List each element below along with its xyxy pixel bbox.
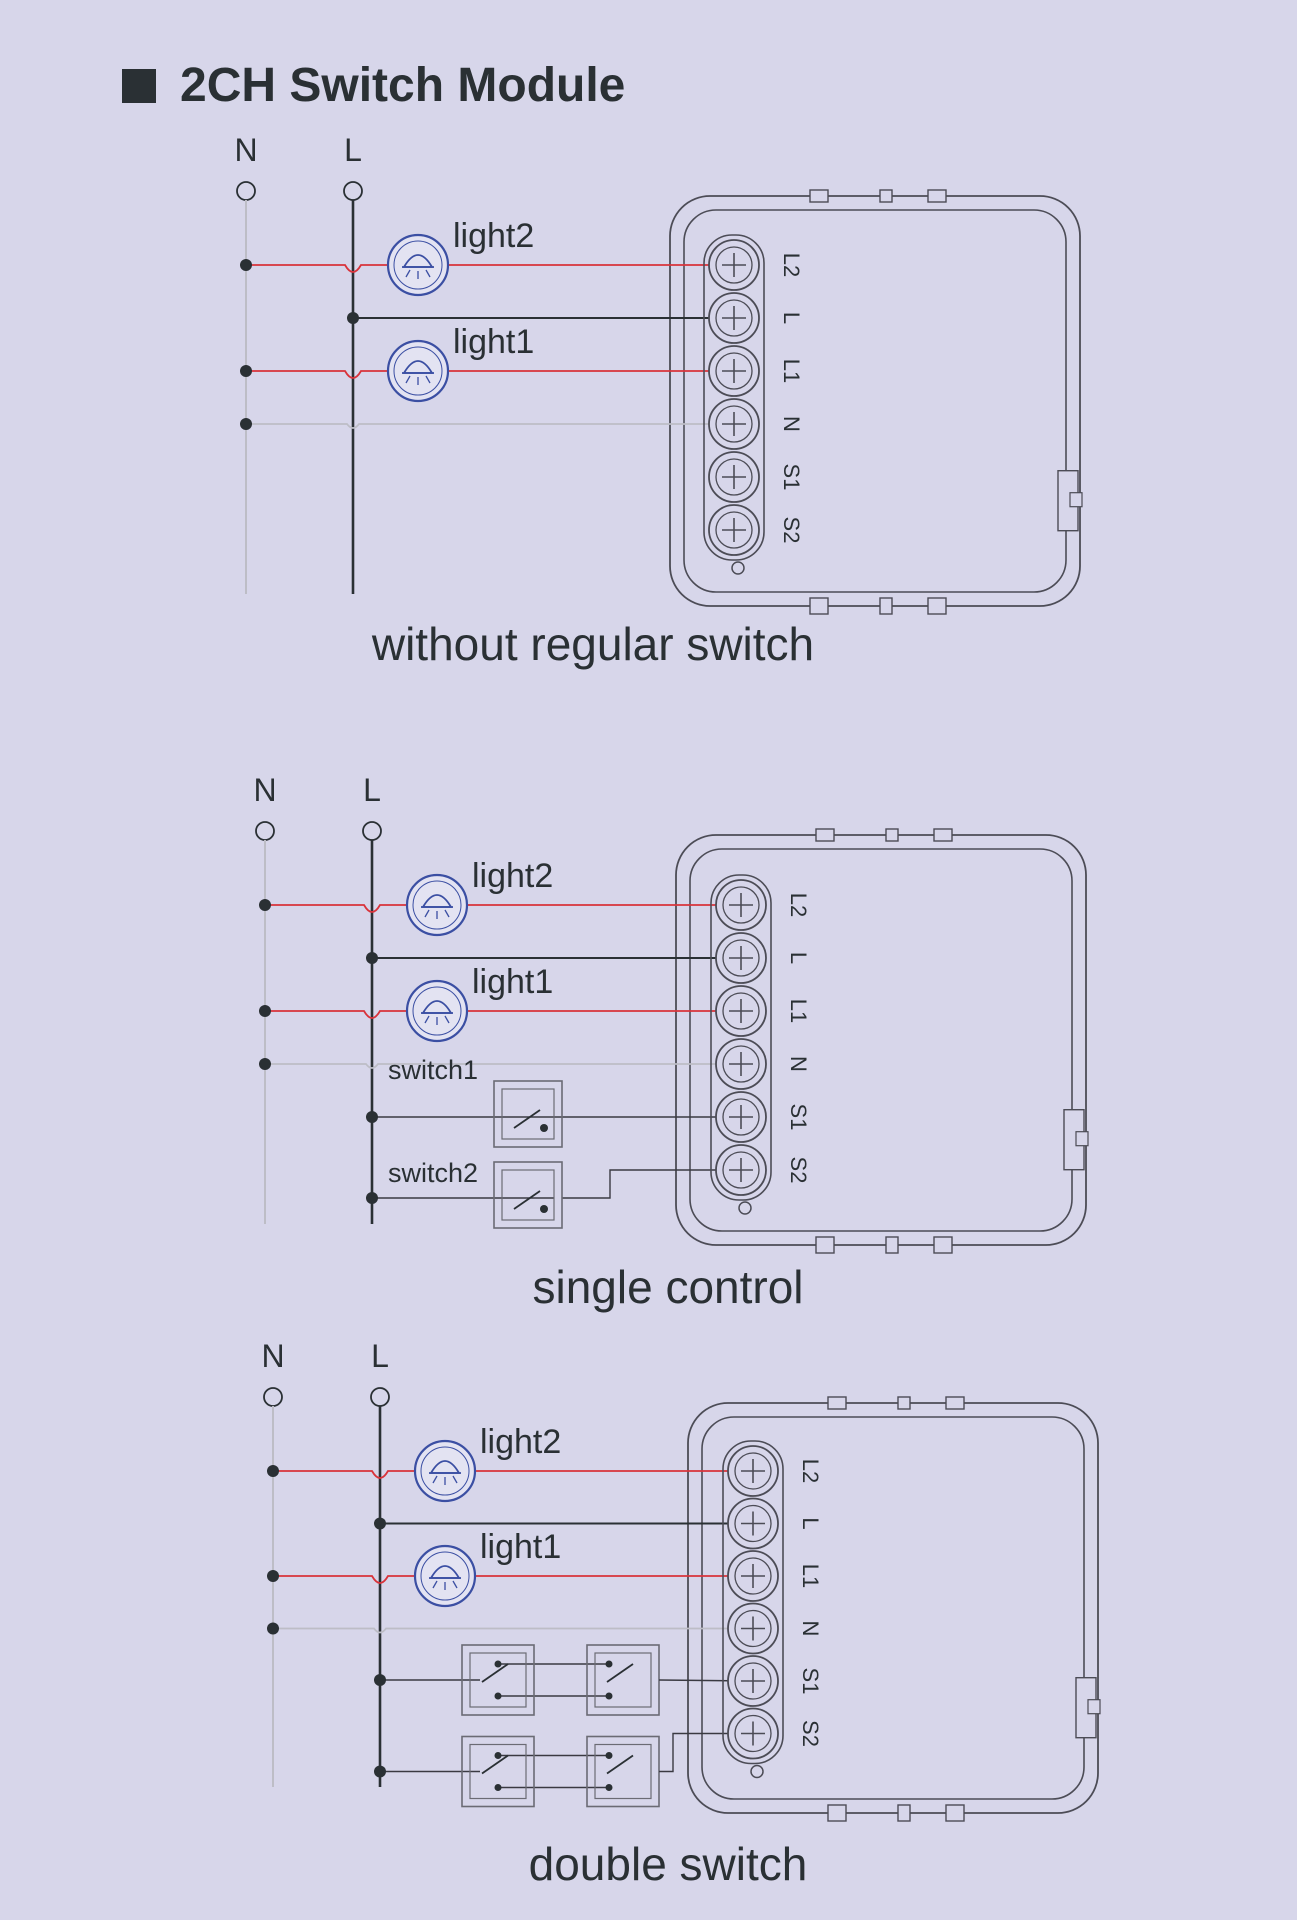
terminal-label-l: L xyxy=(798,1517,823,1529)
junction-dot xyxy=(259,899,271,911)
line-terminal-icon xyxy=(343,181,363,201)
light1-lamp-icon xyxy=(405,979,469,1043)
junction-dot xyxy=(366,952,378,964)
two-way-switch-icon xyxy=(586,1735,660,1808)
terminal-label-l: L xyxy=(779,312,804,324)
light2-wire xyxy=(273,1470,753,1479)
junction-dot xyxy=(259,1005,271,1017)
junction-dot xyxy=(347,312,359,324)
terminal-label-l2: L2 xyxy=(786,893,811,917)
terminal-label-s1: S1 xyxy=(786,1104,811,1131)
junction-dot xyxy=(374,1674,386,1686)
light2-lamp-icon xyxy=(386,233,450,297)
light2-wire xyxy=(265,904,741,913)
terminal-label-l1: L1 xyxy=(798,1564,823,1588)
line-label: L xyxy=(344,132,362,168)
light2-label: light2 xyxy=(453,217,534,255)
terminal-label-s1: S1 xyxy=(798,1668,823,1695)
terminal-label-l1: L1 xyxy=(779,359,804,383)
double-s2-wire xyxy=(659,1732,753,1773)
two-way-switch-icon xyxy=(586,1644,660,1716)
neutral-feed-wire xyxy=(246,423,734,429)
light2-label: light2 xyxy=(480,1423,561,1461)
diagram-caption-3: double switch xyxy=(529,1838,808,1890)
switch1-label: switch1 xyxy=(388,1055,478,1085)
light1-label: light1 xyxy=(472,963,553,1001)
title-bullet-icon xyxy=(122,69,156,103)
junction-dot xyxy=(267,1570,279,1582)
line-label: L xyxy=(371,1338,389,1374)
junction-dot xyxy=(374,1517,386,1530)
light2-lamp-icon xyxy=(405,873,469,937)
neutral-terminal-icon xyxy=(263,1387,283,1407)
light1-lamp-icon xyxy=(413,1544,477,1608)
neutral-label: N xyxy=(261,1338,284,1374)
module-body xyxy=(687,1396,1101,1822)
two-way-switch-icon xyxy=(461,1735,535,1808)
terminal-label-n: N xyxy=(779,416,804,432)
line-terminal-icon xyxy=(362,821,382,841)
light1-wire xyxy=(273,1575,753,1584)
light1-label: light1 xyxy=(480,1528,561,1566)
line-label: L xyxy=(363,772,381,808)
terminal-label-l: L xyxy=(786,952,811,964)
light2-label: light2 xyxy=(472,857,553,895)
page-title-text: 2CH Switch Module xyxy=(180,59,626,112)
module-body xyxy=(675,828,1089,1254)
junction-dot xyxy=(240,418,252,430)
junction-dot xyxy=(374,1765,386,1778)
light1-label: light1 xyxy=(453,323,534,361)
neutral-feed-wire xyxy=(273,1627,753,1634)
neutral-terminal-icon xyxy=(236,181,256,201)
switch1-icon xyxy=(493,1080,563,1148)
terminal-label-n: N xyxy=(798,1621,823,1637)
module-body xyxy=(669,189,1083,615)
page-title: 2CH Switch Module xyxy=(122,62,625,110)
switch2-icon xyxy=(493,1161,563,1229)
neutral-label: N xyxy=(253,772,276,808)
junction-dot xyxy=(267,1622,279,1635)
terminal-label-l2: L2 xyxy=(779,253,804,277)
switch2-wire xyxy=(372,1169,741,1199)
diagram-caption-2: single control xyxy=(532,1261,803,1313)
terminal-label-s2: S2 xyxy=(798,1720,823,1747)
terminal-label-s1: S1 xyxy=(779,464,804,491)
terminal-label-l2: L2 xyxy=(798,1459,823,1483)
junction-dot xyxy=(267,1465,279,1477)
light2-wire xyxy=(246,264,734,273)
junction-dot xyxy=(240,259,252,271)
terminal-label-s2: S2 xyxy=(786,1157,811,1184)
terminal-label-n: N xyxy=(786,1056,811,1072)
switch2-label: switch2 xyxy=(388,1158,478,1188)
junction-dot xyxy=(366,1111,378,1123)
junction-dot xyxy=(366,1192,378,1204)
terminal-label-s2: S2 xyxy=(779,517,804,544)
light2-lamp-icon xyxy=(413,1439,477,1503)
two-way-switch-icon xyxy=(461,1644,535,1716)
neutral-terminal-icon xyxy=(255,821,275,841)
junction-dot xyxy=(240,365,252,377)
terminal-label-l1: L1 xyxy=(786,999,811,1023)
junction-dot xyxy=(259,1058,271,1070)
neutral-feed-wire xyxy=(265,1063,741,1069)
light1-wire xyxy=(265,1010,741,1019)
line-terminal-icon xyxy=(370,1387,390,1407)
diagram-caption-1: without regular switch xyxy=(371,618,814,670)
neutral-label: N xyxy=(234,132,257,168)
light1-lamp-icon xyxy=(386,339,450,403)
light1-wire xyxy=(246,370,734,379)
